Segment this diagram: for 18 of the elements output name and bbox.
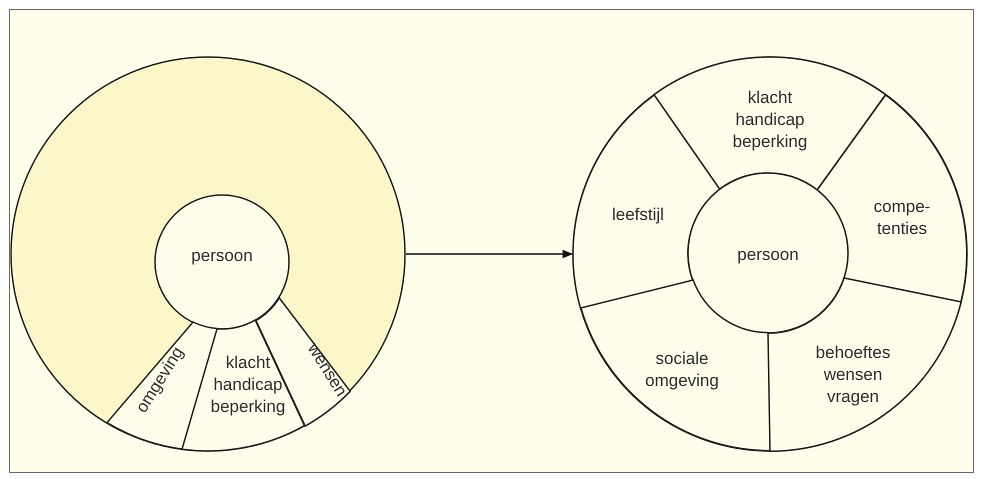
ring-segment [768, 278, 962, 451]
circle-node [688, 173, 848, 333]
segment-label: persoon [737, 244, 799, 266]
arrow [406, 250, 574, 258]
ring-segment [580, 280, 770, 451]
ring-segment [654, 57, 886, 190]
segment-label: persoon [191, 244, 253, 267]
circle-node [11, 57, 405, 451]
segment-label: behoeftes wensen vragen [814, 342, 892, 408]
ring-segment [817, 94, 967, 302]
segment-label: leefstijl [612, 204, 664, 226]
segment-label: compe- tenties [872, 196, 932, 240]
ring-segment [573, 94, 720, 308]
circle-node [573, 57, 967, 451]
segment-label: klacht handicap beperking [732, 86, 808, 154]
circle-node [155, 195, 289, 329]
segment-label: klacht handicap beperking [210, 352, 286, 418]
segment-label: sociale omgeving [644, 348, 720, 392]
